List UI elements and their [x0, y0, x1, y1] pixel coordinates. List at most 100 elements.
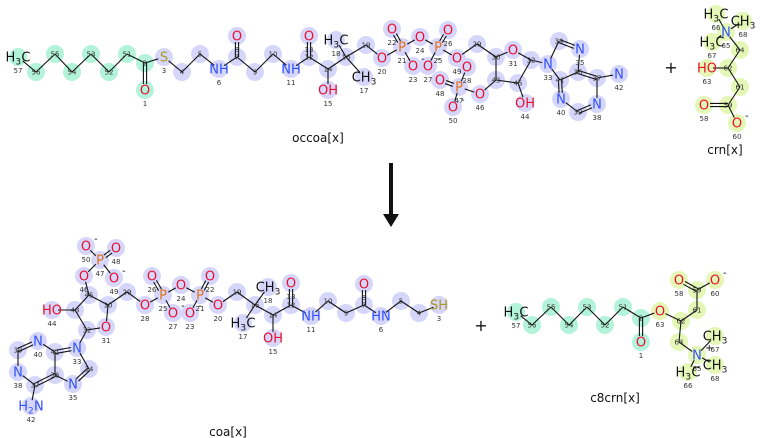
atom-label: CH3: [703, 330, 728, 347]
atom-number: 4: [180, 69, 185, 77]
bond-line: [406, 39, 416, 45]
atom-number: 34: [555, 38, 564, 46]
atom-occoa-1: O1: [140, 84, 150, 109]
double-bond-line: [34, 373, 55, 385]
atom-label: O: [710, 274, 720, 289]
atom-occoa-34: 34: [555, 38, 564, 46]
reaction-arrow-head: [383, 214, 399, 227]
atom-coa-47: P47: [96, 254, 105, 279]
atom-label: P: [455, 81, 463, 96]
bond-line: [727, 104, 735, 118]
atom-occoa-35: N35: [575, 43, 585, 68]
atom-occoa-25: P25: [434, 41, 443, 66]
bond-line: [442, 49, 453, 56]
atom-crn-60: O-60: [732, 111, 749, 141]
atom-crn-61: 61: [736, 84, 745, 92]
bond-line: [79, 352, 90, 370]
atom-c8crn-56: 56: [528, 322, 537, 330]
atom-coa-24: O24: [176, 279, 186, 304]
atom-occoa-56: 56: [32, 69, 41, 77]
atom-highlight: [430, 296, 448, 314]
atom-coa-27: O-27: [168, 301, 185, 331]
atom-number: 2: [143, 60, 147, 68]
atom-coa-34: 34: [85, 366, 94, 374]
atom-number: 15: [324, 100, 333, 108]
atom-occoa-46: O46: [475, 88, 485, 113]
atom-number: 19: [362, 42, 371, 50]
bond-line: [308, 56, 329, 70]
atom-occoa-12: 12: [305, 54, 314, 62]
atom-label: O: [674, 274, 684, 289]
atom-label: CH3: [256, 281, 281, 298]
atom-occoa-40: N40: [556, 93, 566, 118]
bond-line: [586, 306, 606, 326]
atom-c8crn-68: CH3 68: [703, 359, 728, 384]
atom-coa-7: 7: [362, 302, 366, 310]
atom-coa-37: 37: [31, 382, 40, 390]
atom-number: 49: [453, 68, 462, 76]
atom-number: 3: [437, 315, 441, 323]
double-bond-line: [444, 83, 454, 87]
atom-coa-46: O46: [79, 270, 89, 295]
atom-c8crn-53: 53: [583, 304, 592, 312]
atom-label: O: [304, 30, 314, 45]
atom-label: H3 C: [504, 306, 529, 323]
atom-number: 47: [96, 270, 105, 278]
atom-number: 60: [733, 133, 742, 141]
atom-coa-22: O22: [205, 270, 215, 295]
bond-line: [87, 263, 97, 273]
atom-number: 50: [449, 117, 458, 125]
atom-occoa-36: 36: [574, 69, 583, 77]
bond-line: [295, 56, 310, 67]
atom-label: O: [699, 99, 709, 114]
atom-occoa-21: P21: [398, 41, 407, 66]
bond-line: [290, 304, 307, 314]
atom-crn-67: H3 C67: [700, 36, 725, 61]
atom-occoa-53: 53: [87, 51, 96, 59]
atom-coa-32: 32: [83, 327, 92, 335]
double-bond-line: [684, 281, 699, 290]
bond-line: [716, 35, 722, 39]
atom-number: 45: [85, 292, 94, 300]
atom-number: 34: [85, 366, 94, 374]
double-bond-line: [578, 69, 598, 77]
atom-label: N: [543, 58, 553, 73]
atom-coa-10: 10: [324, 298, 333, 306]
atom-occoa-8: O8: [232, 30, 242, 55]
atom-highlight: [355, 275, 373, 293]
atom-highlight: [706, 271, 724, 289]
atom-occoa-28: O28: [462, 61, 472, 86]
atom-label: S: [160, 51, 168, 66]
atom-label: O: [732, 117, 742, 132]
atom-number: 11: [307, 326, 316, 334]
atom-number: 66: [712, 24, 721, 32]
atom-coa-21: P21: [196, 289, 205, 314]
atom-number: 42: [27, 416, 36, 424]
atom-coa-17: H3 C17: [231, 317, 256, 342]
atom-number: 58: [700, 115, 709, 123]
atom-number: 62: [677, 318, 686, 326]
atom-number: 27: [424, 76, 433, 84]
atom-highlight: [373, 49, 391, 67]
molecule-name-c8crn: c8crn[x]: [590, 391, 640, 405]
atom-number: 48: [436, 90, 445, 98]
atom-highlight: [64, 375, 82, 393]
atom-occoa-7: 7: [235, 54, 239, 62]
bond-line: [678, 341, 693, 352]
atom-coa-36: 36: [51, 372, 60, 380]
atom-number: 28: [463, 77, 472, 85]
atom-highlight: [695, 96, 713, 114]
atom-highlight: [411, 28, 429, 46]
bond-line: [517, 59, 532, 84]
bond-line: [495, 79, 519, 84]
molecule-name-occoa: occoa[x]: [292, 131, 344, 145]
bond-line: [604, 306, 624, 326]
atom-label: O: [452, 52, 462, 67]
bond-line: [385, 300, 402, 313]
bond-line: [168, 60, 183, 73]
bond-line: [559, 71, 579, 81]
atom-number: 63: [656, 321, 665, 329]
atom-coa-42: H2 N42: [18, 400, 44, 425]
